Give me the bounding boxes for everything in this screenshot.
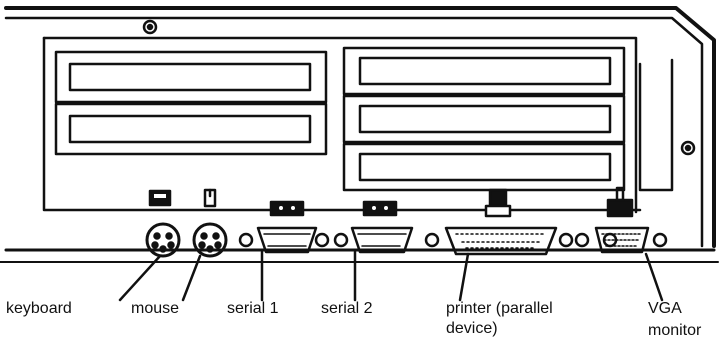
keyboard-port	[145, 222, 181, 258]
serial-2-symbol-icon	[362, 200, 398, 217]
expansion-slot	[342, 46, 626, 96]
printer-parallel-port	[444, 226, 590, 256]
mouse-leader-line	[181, 254, 202, 302]
mouse-label: mouse	[131, 300, 180, 317]
vga-leader-line	[644, 252, 664, 302]
expansion-slot	[54, 50, 328, 104]
printer-label-line1: printer (parallel	[446, 300, 553, 317]
vga-monitor-port	[594, 226, 668, 254]
keyboard-symbol-icon	[148, 189, 172, 207]
screw-icon	[680, 140, 696, 156]
expansion-slot	[54, 102, 328, 156]
serial-2-port	[333, 226, 440, 254]
serial-1-symbol-icon	[269, 200, 305, 217]
keyboard-label: keyboard	[6, 300, 72, 317]
printer-symbol-icon	[484, 188, 512, 218]
keyboard-leader-line	[118, 254, 162, 302]
printer-label-line2: device)	[446, 320, 498, 337]
monitor-symbol-icon	[606, 186, 634, 218]
expansion-slot	[342, 142, 626, 192]
mouse-symbol-icon	[203, 188, 217, 208]
screw-icon	[142, 19, 158, 35]
serial-1-label: serial 1	[227, 300, 279, 317]
case-outline	[0, 6, 719, 263]
vga-label-line1: VGA	[648, 300, 682, 317]
mouse-port	[192, 222, 228, 258]
serial-1-port	[238, 226, 330, 254]
vga-label-line2: monitor	[648, 322, 702, 339]
expansion-slot	[342, 94, 626, 144]
serial-2-label: serial 2	[321, 300, 373, 317]
printer-leader-line	[458, 252, 470, 302]
